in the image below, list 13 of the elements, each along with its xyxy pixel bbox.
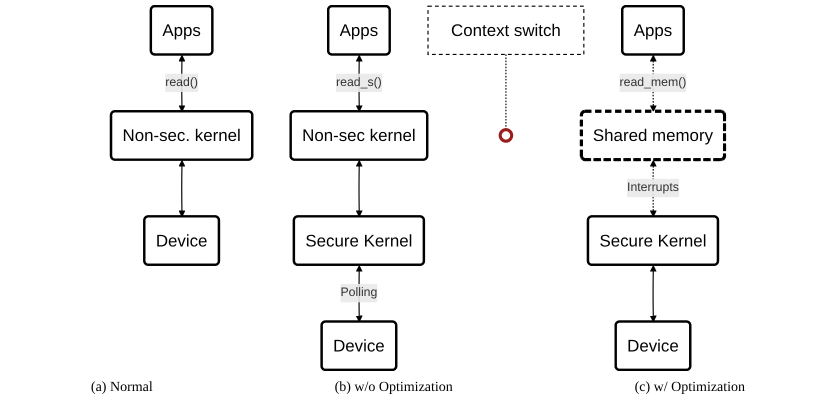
arrow (178, 160, 186, 218)
edge-label: read_s() (336, 76, 382, 90)
edge-label: read() (165, 76, 198, 90)
arrow (356, 160, 363, 218)
panel-caption: (c) w/ Optimization (634, 380, 746, 396)
node-circle (498, 128, 514, 143)
panel-caption: (a) Normal (90, 380, 153, 396)
edge-label: Interrupts (627, 181, 680, 194)
node-box: Context switch (428, 6, 585, 56)
edge-label: read_mem() (620, 76, 687, 90)
edge-label: Polling (340, 286, 378, 300)
panel-caption: (b) w/o Optimization (334, 380, 453, 396)
arrow (650, 265, 657, 322)
